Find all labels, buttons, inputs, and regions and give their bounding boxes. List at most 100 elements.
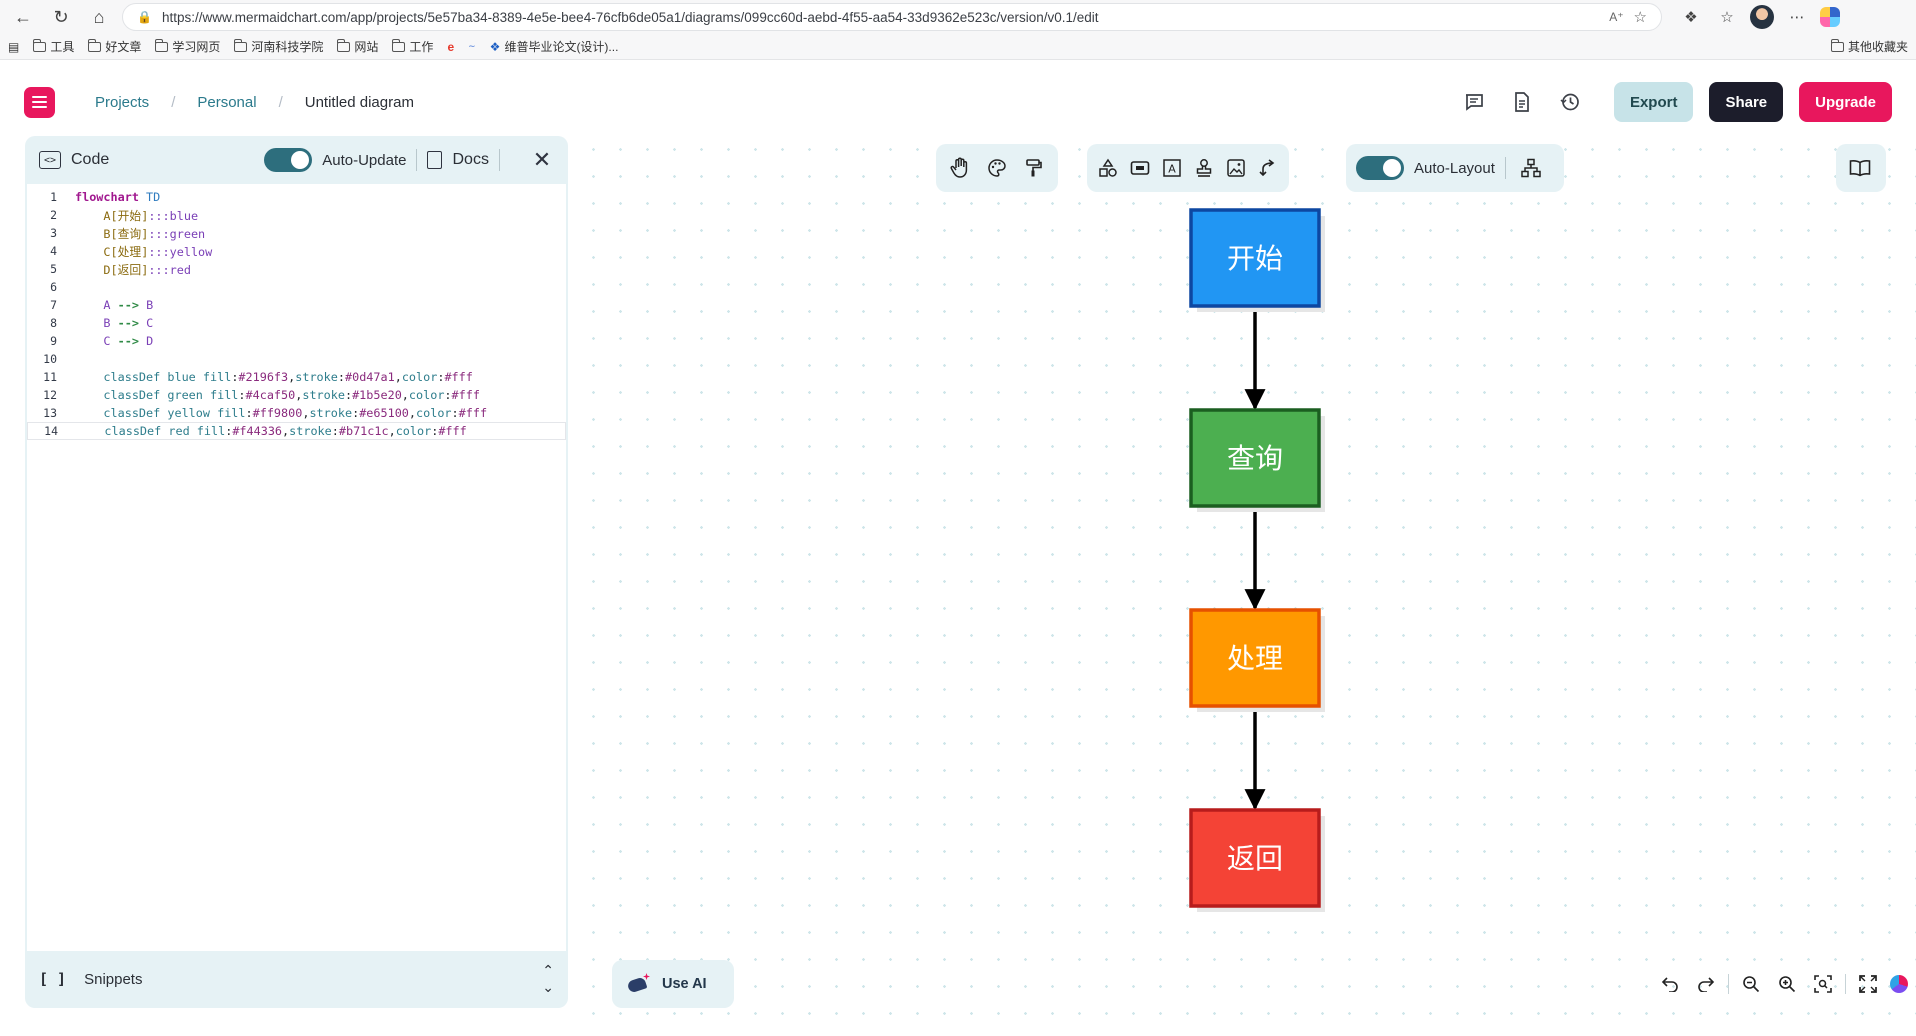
code-line[interactable]: 11 classDef blue fill:#2196f3,stroke:#0d… xyxy=(27,368,566,386)
code-line-text[interactable]: B --> C xyxy=(103,316,154,330)
docs-icon[interactable] xyxy=(427,151,443,169)
book-icon[interactable] xyxy=(1845,153,1875,183)
extensions-icon[interactable]: ❖ xyxy=(1684,9,1698,26)
connector-icon[interactable] xyxy=(1257,153,1279,183)
code-line-text[interactable]: flowchart TD xyxy=(75,190,161,204)
flow-node-d[interactable] xyxy=(1189,808,1321,908)
code-line-text[interactable]: A --> B xyxy=(103,298,154,312)
favorite-star-icon[interactable]: ☆ xyxy=(1633,9,1647,26)
breadcrumb-personal[interactable]: Personal xyxy=(197,93,257,111)
main-menu-button[interactable] xyxy=(24,86,55,118)
hierarchy-icon[interactable] xyxy=(1516,153,1546,183)
breadcrumb-projects[interactable]: Projects xyxy=(95,93,150,111)
auto-update-toggle[interactable] xyxy=(264,148,313,172)
code-line[interactable]: 13 classDef yellow fill:#ff9800,stroke:#… xyxy=(27,404,566,422)
line-number: 7 xyxy=(50,298,57,312)
snippets-bar[interactable]: [ ] Snippets ⌃⌄ xyxy=(25,950,568,1008)
code-line-text[interactable]: classDef yellow fill:#ff9800,stroke:#e65… xyxy=(103,406,488,420)
paint-roller-icon[interactable] xyxy=(1021,153,1048,183)
code-line-text[interactable]: C[处理]:::yellow xyxy=(103,244,213,259)
auto-layout-toggle[interactable] xyxy=(1356,156,1404,180)
image-icon[interactable] xyxy=(1225,153,1247,183)
undo-icon[interactable] xyxy=(1656,970,1684,998)
history-icon[interactable] xyxy=(1554,86,1586,118)
code-line-text[interactable]: classDef green fill:#4caf50,stroke:#1b5e… xyxy=(103,388,480,402)
site-logo-icon: ∼ xyxy=(468,41,476,51)
code-line[interactable]: 12 classDef green fill:#4caf50,stroke:#1… xyxy=(27,386,566,404)
site-info-icon[interactable]: 🔒 xyxy=(137,10,152,24)
bookmark-folder[interactable]: 学习网页 xyxy=(155,38,220,55)
read-aloud-icon[interactable]: A⁺ xyxy=(1609,10,1624,24)
canvas-toolbar-insert: A xyxy=(1087,144,1289,192)
code-line-text[interactable]: C --> D xyxy=(103,334,154,348)
bookmark-folder[interactable]: 工作 xyxy=(392,38,433,55)
redo-icon[interactable] xyxy=(1692,970,1720,998)
flow-node-c[interactable] xyxy=(1189,608,1321,708)
code-line[interactable]: 5 D[返回]:::red xyxy=(27,260,566,278)
address-bar[interactable]: 🔒 https://www.mermaidchart.com/app/proje… xyxy=(122,3,1662,31)
code-line[interactable]: 3 B[查询]:::green xyxy=(27,224,566,242)
bookmark-site-icon[interactable]: ∼ xyxy=(468,41,476,52)
code-line[interactable]: 10 xyxy=(27,350,566,368)
code-line-text[interactable]: classDef blue fill:#2196f3,stroke:#0d47a… xyxy=(103,370,473,384)
line-number: 8 xyxy=(50,316,57,330)
node-icon[interactable] xyxy=(1129,153,1151,183)
copilot-icon[interactable] xyxy=(1820,7,1840,27)
code-line[interactable]: 6 xyxy=(27,278,566,296)
code-line[interactable]: 4 C[处理]:::yellow xyxy=(27,242,566,260)
bookmark-link[interactable]: ❖维普毕业论文(设计)... xyxy=(489,39,619,55)
code-line[interactable]: 2 A[开始]:::blue xyxy=(27,206,566,224)
url-text[interactable]: https://www.mermaidchart.com/app/project… xyxy=(161,9,1099,25)
more-icon[interactable]: ⋯ xyxy=(1789,9,1805,26)
site-e-icon: e xyxy=(447,39,455,54)
hand-icon[interactable] xyxy=(946,153,973,183)
code-line-text[interactable]: D[返回]:::red xyxy=(103,262,191,277)
use-ai-label: Use AI xyxy=(662,976,707,992)
code-line[interactable]: 14 classDef red fill:#f44336,stroke:#b71… xyxy=(27,422,566,440)
export-button[interactable]: Export xyxy=(1613,82,1694,122)
fit-view-icon[interactable] xyxy=(1809,970,1837,998)
other-bookmarks[interactable]: 其他收藏夹 xyxy=(1830,38,1908,55)
stamp-icon[interactable] xyxy=(1193,153,1215,183)
reload-icon[interactable]: ↻ xyxy=(53,6,69,27)
diagram-canvas[interactable]: A Auto-Layout 开始查询处理返回 Use AI xyxy=(580,136,1916,1036)
use-ai-button[interactable]: Use AI xyxy=(612,960,734,1008)
upgrade-button[interactable]: Upgrade xyxy=(1799,82,1892,122)
code-line-text[interactable]: classDef red fill:#f44336,stroke:#b71c1c… xyxy=(104,424,467,438)
docs-link[interactable]: Docs xyxy=(452,151,489,168)
bookmark-folder[interactable]: 好文章 xyxy=(88,38,141,55)
comment-icon[interactable] xyxy=(1458,86,1490,118)
bookmark-site-icon[interactable]: e xyxy=(447,40,454,54)
expand-chevron-icon[interactable]: ⌃⌄ xyxy=(542,962,554,995)
shapes-icon[interactable] xyxy=(1097,153,1119,183)
flow-node-a[interactable] xyxy=(1189,208,1321,308)
code-line[interactable]: 7 A --> B xyxy=(27,296,566,314)
favorites-icon[interactable]: ☆ xyxy=(1720,9,1734,26)
code-line-text[interactable]: A[开始]:::blue xyxy=(103,208,199,223)
fullscreen-icon[interactable] xyxy=(1854,970,1882,998)
line-number: 6 xyxy=(50,280,57,294)
close-icon[interactable]: ✕ xyxy=(532,147,552,172)
flow-node-b[interactable] xyxy=(1189,408,1321,508)
zoom-in-icon[interactable] xyxy=(1773,970,1801,998)
ai-brain-icon[interactable] xyxy=(1890,975,1908,993)
diagram-title[interactable]: Untitled diagram xyxy=(304,93,414,111)
bookmark-folder[interactable]: 网站 xyxy=(337,38,378,55)
palette-icon[interactable] xyxy=(983,153,1010,183)
back-icon[interactable]: ← xyxy=(14,6,32,27)
profile-avatar[interactable] xyxy=(1750,5,1774,29)
bookmark-folder[interactable]: 工具 xyxy=(33,38,74,55)
share-button[interactable]: Share xyxy=(1709,82,1784,122)
code-line[interactable]: 8 B --> C xyxy=(27,314,566,332)
zoom-out-icon[interactable] xyxy=(1737,970,1765,998)
code-line-text[interactable]: B[查询]:::green xyxy=(103,226,206,241)
document-icon[interactable] xyxy=(1506,86,1538,118)
home-icon[interactable]: ⌂ xyxy=(93,6,105,27)
text-icon[interactable]: A xyxy=(1161,153,1183,183)
tab-actions-icon[interactable]: ▤ xyxy=(8,39,20,54)
code-line[interactable]: 9 C --> D xyxy=(27,332,566,350)
bookmark-folder[interactable]: 河南科技学院 xyxy=(234,38,323,55)
